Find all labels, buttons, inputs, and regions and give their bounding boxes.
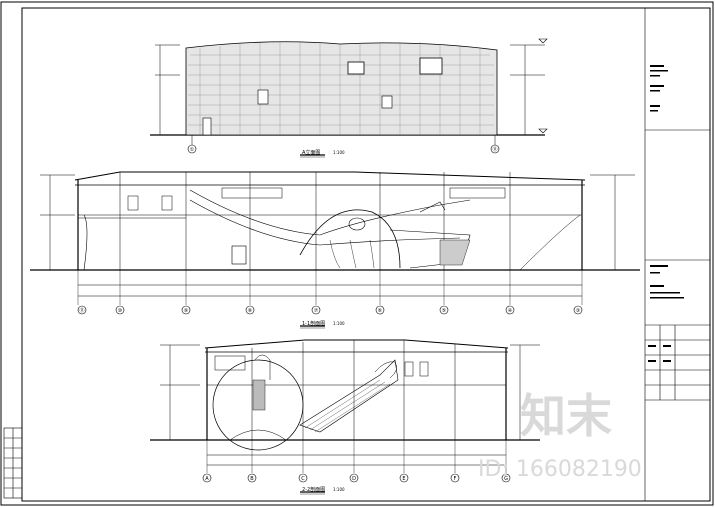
elevation-title: A立面图 <box>302 149 320 156</box>
axis-bubble <box>202 473 212 483</box>
axis-bubble <box>501 473 511 483</box>
axis-bubble <box>573 305 583 315</box>
axis-bubble-label: B <box>250 476 254 482</box>
axis-bubble-label: ⑤ <box>442 308 446 314</box>
axis-bubble <box>187 144 197 154</box>
axis-bubble <box>77 305 87 315</box>
section1-title: 1-1剖面图 <box>302 320 325 327</box>
axis-bubble-label: ⑥ <box>378 308 383 314</box>
axis-bubble <box>245 305 255 315</box>
axis-bubble <box>450 473 460 483</box>
axis-bubble <box>399 473 409 483</box>
axis-bubble-label: ⑨ <box>184 308 188 314</box>
section1-axis-bubbles: ⑪ ⑩ ⑨ ⑧ ⑦ ⑥ ⑤ ④ ③ <box>77 305 583 315</box>
section2-axis-bubbles: A B C D E F G <box>202 473 511 483</box>
axis-bubble-label: C <box>301 476 305 482</box>
axis-bubble-label: A <box>205 476 209 482</box>
axis-bubble-label: G <box>504 476 508 482</box>
elevation-drawing <box>150 38 548 158</box>
axis-bubble <box>490 144 500 154</box>
axis-bubble-label: ① <box>190 147 195 153</box>
axis-bubble-label: ⑪ <box>492 146 497 153</box>
title-block <box>644 8 710 501</box>
axis-bubble-label: ⑧ <box>248 308 253 314</box>
watermark-brand: 知末 <box>520 389 612 443</box>
watermark: 知末 ID: 166082190 <box>478 389 642 482</box>
axis-bubble-label: E <box>402 476 405 482</box>
axis-bubble <box>181 305 191 315</box>
axis-bubble-label: D <box>352 476 356 482</box>
axis-bubble-label: ⑪ <box>79 307 84 314</box>
axis-bubble <box>505 305 515 315</box>
axis-bubble-label: F <box>454 476 457 482</box>
axis-bubble-label: ⑦ <box>314 308 319 314</box>
axis-bubble <box>115 305 125 315</box>
axis-bubble <box>247 473 257 483</box>
section2-scale: 1:100 <box>333 487 345 492</box>
axis-bubble-label: ④ <box>508 308 513 314</box>
axis-bubble-label: ⑩ <box>118 308 123 314</box>
elevation-scale: 1:100 <box>333 150 345 155</box>
axis-bubble <box>439 305 449 315</box>
binding-strip <box>3 427 23 499</box>
axis-bubble-label: ③ <box>576 308 580 314</box>
elevation-axis-bubbles: ① ⑪ <box>187 144 500 154</box>
section2-title: 2-2剖面图 <box>302 486 325 493</box>
section1-drawing <box>30 171 640 329</box>
section2-drawing <box>150 339 540 495</box>
sheet-inner-border <box>21 7 711 502</box>
watermark-id: ID: 166082190 <box>478 457 642 482</box>
axis-bubble <box>349 473 359 483</box>
axis-bubble <box>298 473 308 483</box>
axis-bubble <box>311 305 321 315</box>
title-block-text <box>648 65 684 362</box>
section1-scale: 1:100 <box>333 321 345 326</box>
axis-bubble <box>375 305 385 315</box>
